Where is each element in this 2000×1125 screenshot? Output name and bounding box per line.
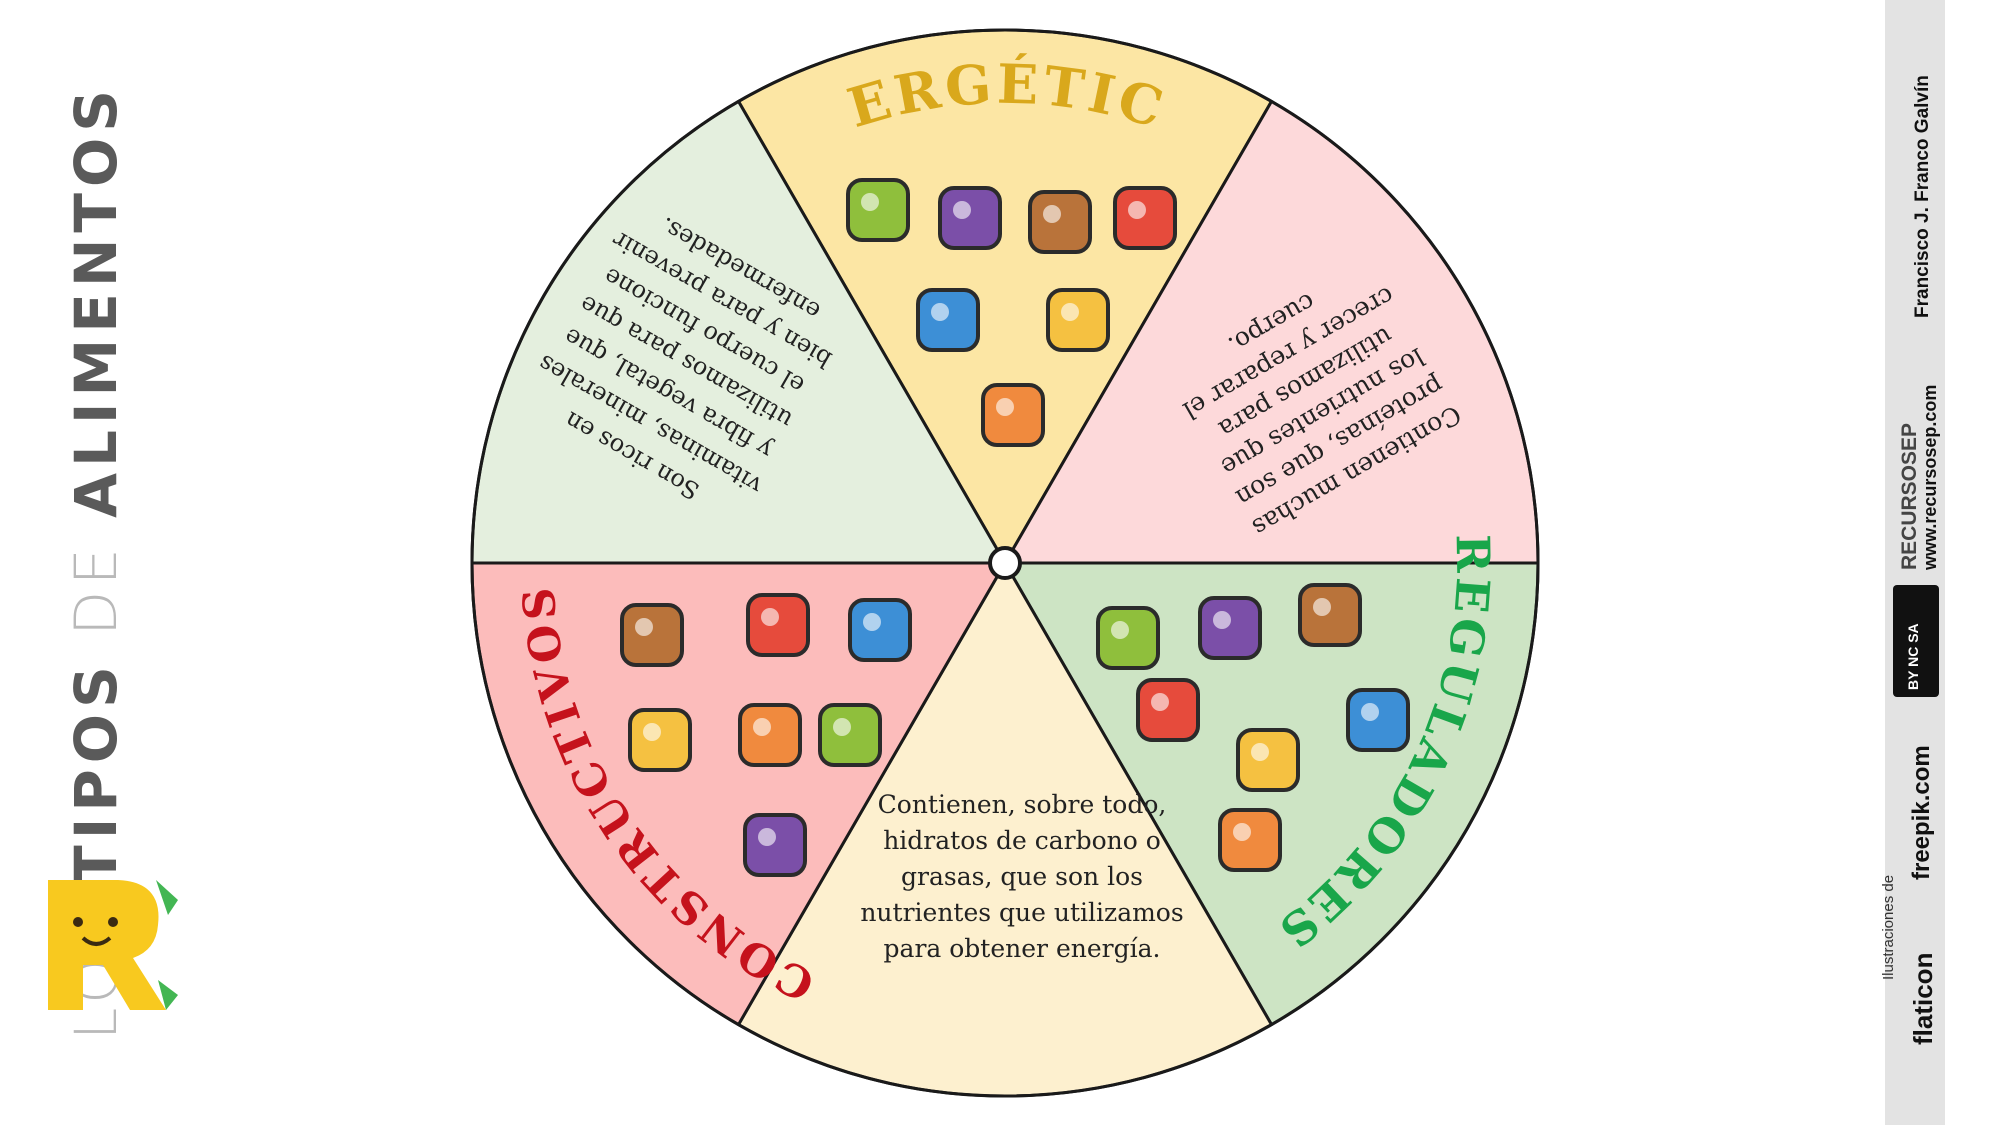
chocolate-icon: [981, 383, 1045, 447]
credits-url: www.recursosep.com: [1920, 384, 1940, 570]
yogurt-icon: [743, 813, 807, 877]
banana-icon: [1298, 583, 1362, 647]
olive-oil-icon: [1046, 288, 1110, 352]
nuts-icon: [848, 598, 912, 662]
sector-text-line: grasas, que son los: [901, 862, 1143, 891]
logo-mascot-icon: [48, 880, 178, 1010]
bread-icon: [1113, 186, 1177, 250]
chicken-leg-icon: [746, 593, 810, 657]
rice-bowl-icon: [938, 186, 1002, 250]
cc-license-badge: [1893, 585, 1939, 697]
sector-text-line: nutrientes que utilizamos: [860, 898, 1183, 927]
credits-author: Francisco J. Franco Galvín: [1912, 75, 1933, 318]
freepik-logo: freepik.com: [1908, 745, 1935, 880]
watermelon-icon: [1096, 606, 1160, 670]
wheel-outline: [470, 28, 1540, 1098]
cc-license-text: BY NC SA: [1905, 623, 1921, 690]
jam-jar-icon: [916, 288, 980, 352]
wheel-center-pin: [988, 546, 1022, 580]
sector-text-line: Contienen, sobre todo,: [878, 790, 1167, 819]
broccoli-icon: [1198, 596, 1262, 660]
spaghetti-icon: [1028, 190, 1092, 254]
credits-strip: [1885, 0, 1945, 1125]
sector-text-line: para obtener energía.: [884, 934, 1161, 963]
sector-text-energeticos_text: Contienen, sobre todo, hidratos de carbon…: [860, 790, 1183, 963]
sector-text-line: hidratos de carbono o: [883, 826, 1161, 855]
steak-icon: [628, 708, 692, 772]
grapes-icon: [1236, 728, 1300, 792]
mushroom-icon: [1136, 678, 1200, 742]
tomato-icon: [1346, 688, 1410, 752]
roast-chicken-icon: [818, 703, 882, 767]
eggplant-icon: [1218, 808, 1282, 872]
fries-icon: [846, 178, 910, 242]
illustrations-label: Ilustraciones de: [1880, 874, 1897, 980]
credits-brand: RECURSOSEP: [1898, 422, 1921, 570]
cheese-icon: [738, 703, 802, 767]
fish-icon: [620, 603, 684, 667]
flaticon-logo: flaticon: [1908, 952, 1938, 1045]
